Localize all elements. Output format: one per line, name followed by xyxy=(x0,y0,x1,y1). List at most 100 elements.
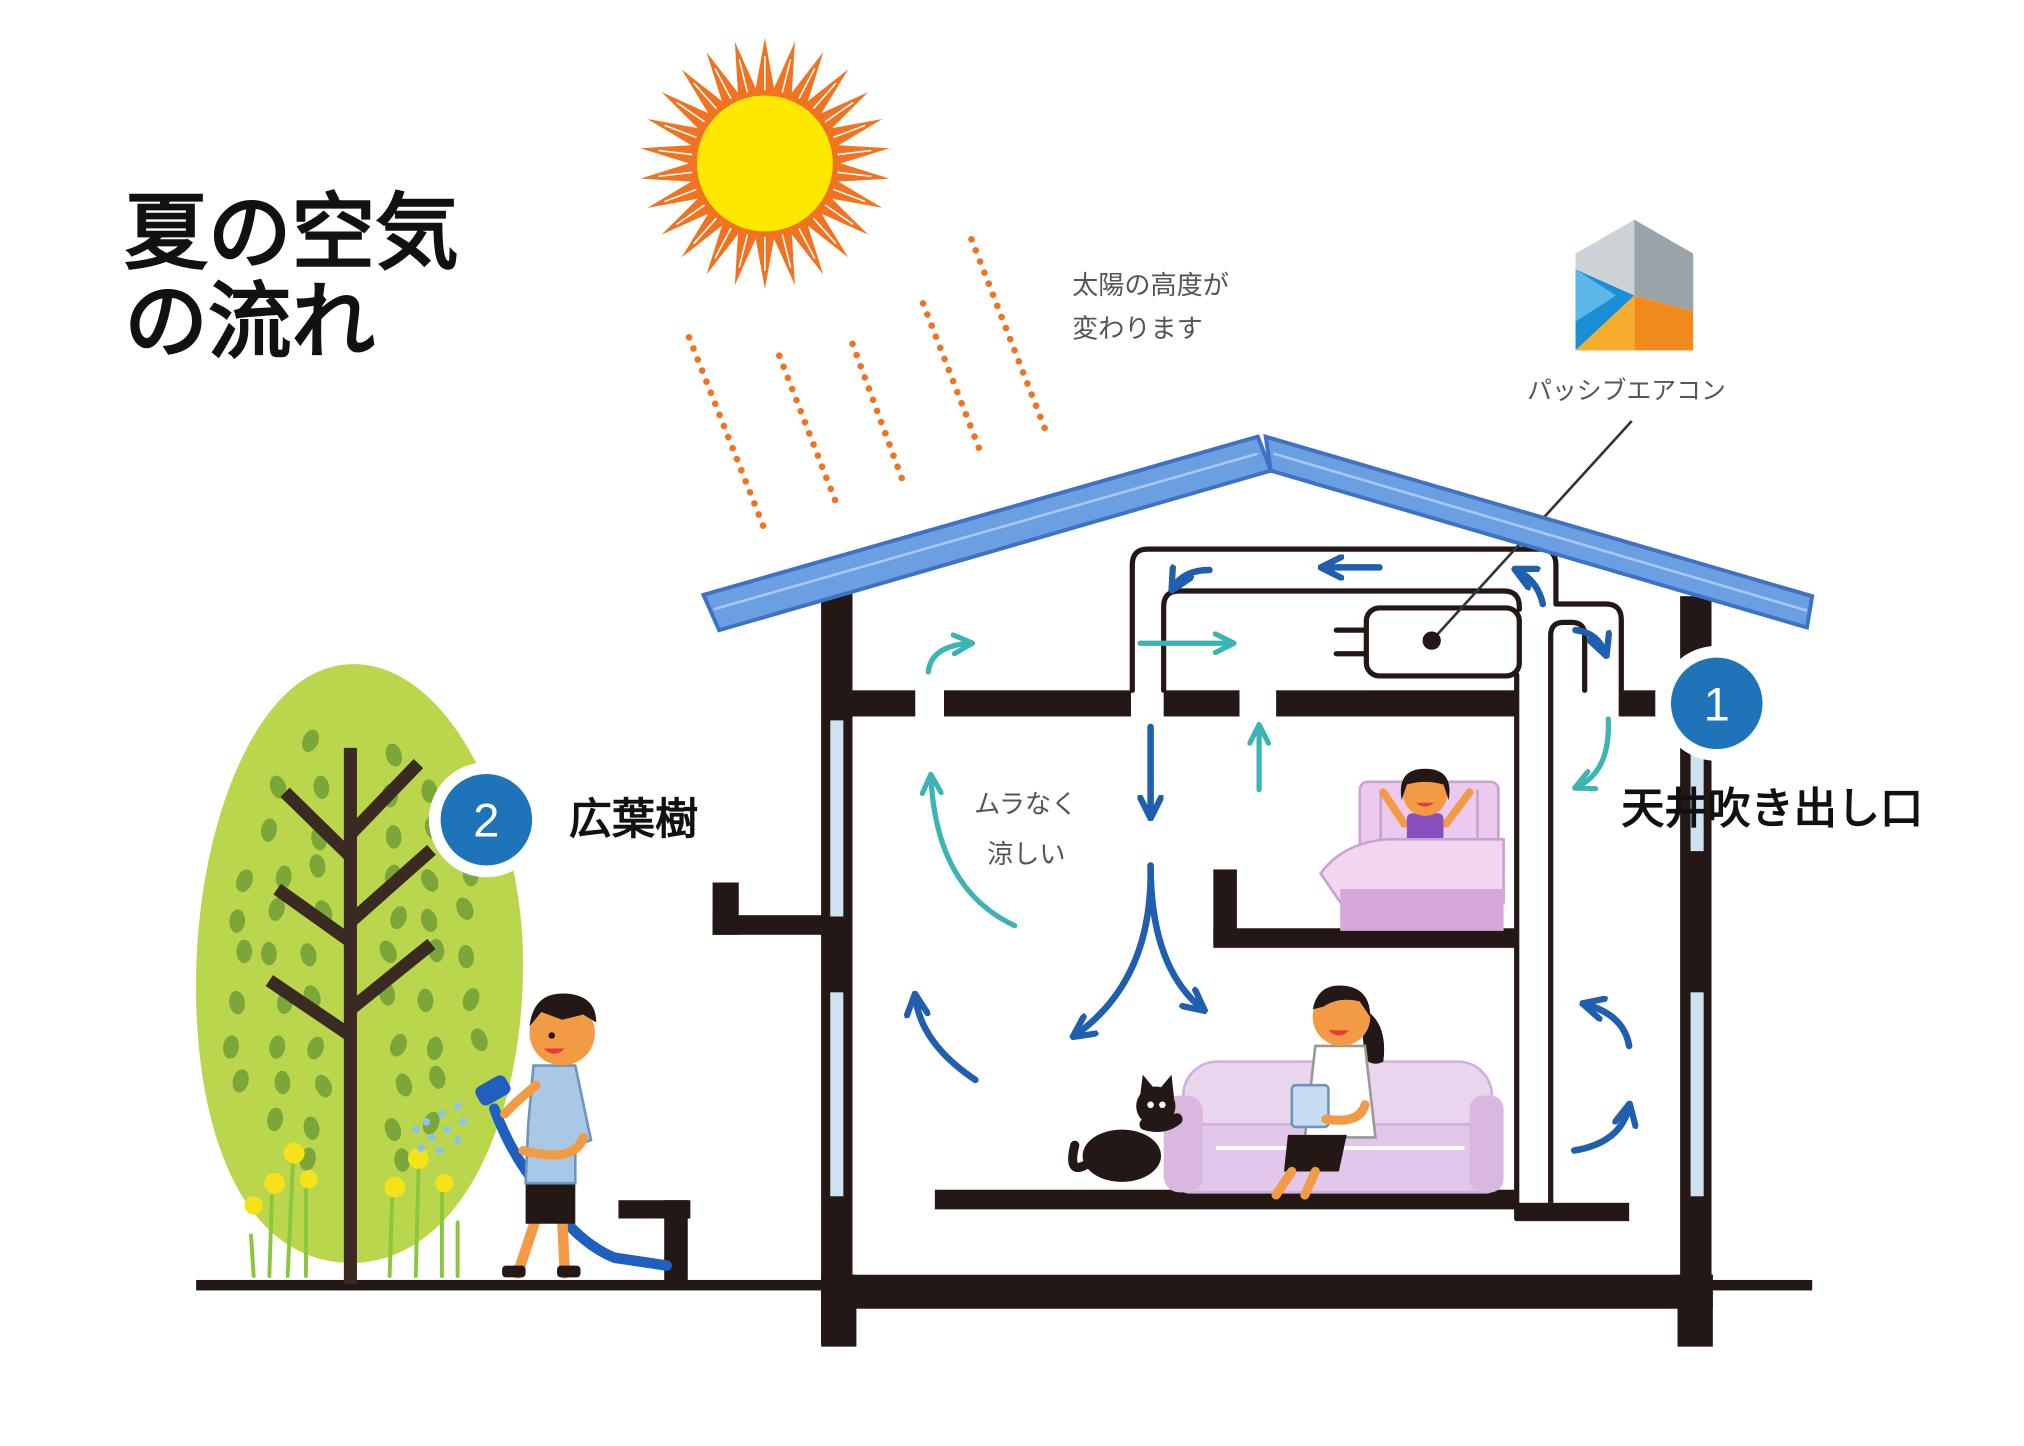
badge-1-number: 1 xyxy=(1704,677,1730,730)
flower xyxy=(407,1147,429,1169)
woman-leg xyxy=(1300,1166,1320,1200)
sofa-arm-right xyxy=(1469,1095,1504,1193)
tree-leaf-dot xyxy=(390,906,407,930)
boy-arm xyxy=(500,1080,541,1119)
water-drop xyxy=(438,1109,446,1118)
callout-2-label: 広葉樹 xyxy=(569,795,698,845)
tree-leaf-dot xyxy=(458,944,474,969)
tree-leaf-dot xyxy=(307,1036,324,1060)
girl-arm xyxy=(1442,788,1474,828)
tree-leaf-dot xyxy=(236,939,253,964)
aircon-unit xyxy=(1363,605,1522,679)
callout-ceiling-outlet: 1 天井吹き出し口 xyxy=(1621,645,1923,835)
callout-broadleaf-tree: 2 広葉樹 xyxy=(428,762,698,878)
tree-leaf-dot xyxy=(426,1036,443,1061)
woman-reading xyxy=(1271,985,1385,1200)
tree-leaf-dot xyxy=(261,941,277,966)
tree-leaf-dot xyxy=(417,988,434,1013)
roof xyxy=(700,433,1815,633)
sun-ray-line xyxy=(693,217,717,245)
callout-1-label: 天井吹き出し口 xyxy=(1621,785,1923,835)
left-window-upper xyxy=(827,717,846,920)
flower xyxy=(384,1176,406,1198)
cat-icon xyxy=(1068,1074,1183,1182)
tree-leaf-dot xyxy=(300,943,317,967)
boy-hair xyxy=(529,993,597,1027)
airflow-note-line-1: ムラなく xyxy=(974,790,1077,820)
logo-roof-left xyxy=(1575,219,1635,296)
tree-leaf-dot xyxy=(390,1033,407,1057)
sun-ray-line xyxy=(833,124,866,139)
flower-stem xyxy=(249,1233,256,1278)
deck-post xyxy=(664,1200,688,1284)
tree-leaf-dot xyxy=(429,1065,446,1089)
sun-ray-line xyxy=(812,217,837,245)
water-drop xyxy=(411,1125,420,1134)
sun-note-line-1: 太陽の高度が xyxy=(1072,271,1229,301)
tree-leaf-dot xyxy=(223,1035,239,1059)
cool-airflow-arrows xyxy=(915,567,1633,1154)
water-drop xyxy=(417,1143,425,1152)
logo-blue-inner xyxy=(1575,269,1617,322)
tree-branch xyxy=(280,787,355,862)
tree-leaf-dot xyxy=(421,869,439,892)
flower xyxy=(283,1142,305,1164)
passive-aircon-logo-icon: パッシブエアコン xyxy=(1527,219,1726,405)
sun-ray-line xyxy=(664,188,697,203)
girl-in-bed xyxy=(1318,768,1505,931)
tree-leaf-dot xyxy=(309,854,326,878)
cat-paw xyxy=(1139,1113,1183,1132)
tree-leaf-dot xyxy=(267,1107,284,1132)
boy-arm xyxy=(518,1132,588,1160)
girl-arm xyxy=(1379,788,1409,828)
sun-ray-line xyxy=(658,149,693,156)
water-drop xyxy=(453,1136,462,1144)
sun-ray-line xyxy=(824,101,854,123)
cat-eye xyxy=(1147,1101,1154,1109)
woman-mouth xyxy=(1328,1030,1350,1036)
left-window-lower xyxy=(827,989,846,1199)
sun-ray-lines xyxy=(658,56,872,271)
tree-leaf-dot xyxy=(229,909,246,933)
sun-ray-line xyxy=(738,234,749,268)
ceiling-segment xyxy=(852,690,916,717)
duct-right xyxy=(1548,619,1588,1209)
flower xyxy=(264,1172,286,1194)
cat-eye xyxy=(1159,1101,1166,1109)
bed-base xyxy=(1340,889,1504,931)
eave-slab xyxy=(712,915,824,935)
sun-ray-line xyxy=(798,227,816,259)
cat-head xyxy=(1136,1086,1176,1126)
tree-leaf-dot xyxy=(274,1070,291,1095)
sun-icon xyxy=(640,37,890,289)
woman-hair xyxy=(1312,985,1371,1018)
flower-stem xyxy=(387,1194,395,1278)
blue-arrow xyxy=(1585,1004,1633,1050)
cat-body xyxy=(1082,1129,1162,1182)
tree-leaf-dot xyxy=(462,988,480,1011)
right-window-lower xyxy=(1687,989,1707,1199)
duct-inner xyxy=(1161,588,1522,693)
ceiling-segment xyxy=(1618,690,1656,717)
teal-arrow xyxy=(1577,716,1611,787)
tree-leaf-dot xyxy=(303,1116,320,1140)
bed-blanket xyxy=(1318,838,1505,904)
tree-leaf-dot xyxy=(232,1069,249,1093)
water-drop xyxy=(427,1133,436,1142)
tree-leaf-dot xyxy=(229,990,245,1015)
tree-leaf-dot xyxy=(260,818,277,842)
girl-mouth xyxy=(1416,802,1435,807)
tree-leaf-dot xyxy=(269,775,287,799)
sunlight-ray xyxy=(919,300,984,456)
tree-branch xyxy=(273,883,355,947)
sunlight-ray xyxy=(775,352,841,508)
roof-highlight-left xyxy=(713,452,1259,611)
first-floor-right xyxy=(1516,1202,1630,1222)
badge-2 xyxy=(440,773,533,866)
tree-leaf-dot xyxy=(269,1035,286,1059)
water-drop xyxy=(435,1146,444,1155)
flower-stem xyxy=(413,1168,421,1278)
sun-ray-line xyxy=(676,204,706,225)
sun-ray-line xyxy=(658,171,693,178)
